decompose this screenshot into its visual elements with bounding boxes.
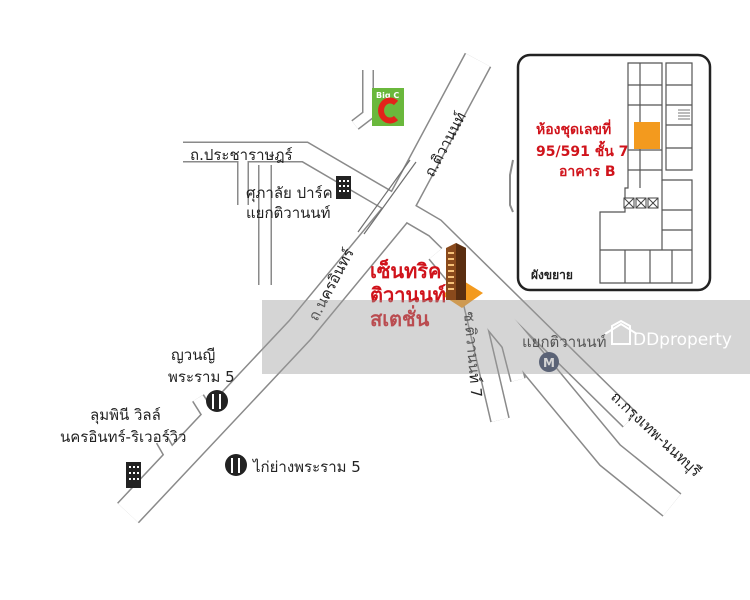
project-name-line3: สเตชั่น [370, 304, 430, 331]
restaurant-icon-kaiyang [225, 454, 247, 476]
place-kaiyang: ไก่ย่างพระราม 5 [252, 458, 361, 476]
building-icon-supalai [336, 176, 351, 199]
project-name-line2: ติวานนท์ [370, 283, 446, 307]
place-yuanyi-line2: พระราม 5 [168, 368, 235, 386]
unit-number-line1: ห้องชุดเลขที่ [536, 119, 611, 138]
mrt-letter: M [543, 356, 555, 370]
road-network [117, 52, 682, 524]
unit-number-line3: อาคาร B [559, 164, 616, 180]
place-yuanyi-line1: ญวนญี [171, 346, 215, 364]
restaurant-icon-yuanyi [206, 390, 228, 412]
bigc-logo-text: Big C [376, 91, 399, 100]
building-icon-lumpini [126, 462, 141, 488]
mrt-station-label: แยกติวานนท์ [522, 333, 607, 351]
rail-lines [357, 159, 417, 235]
project-name-line1: เซ็นทริค [370, 258, 441, 283]
ddproperty-logo-icon [604, 319, 638, 345]
bigc-logo: Big C [372, 88, 404, 126]
plan-label: ผังขยาย [531, 268, 573, 282]
place-lumpini-line1: ลุมพินี วิลล์ [90, 406, 161, 425]
place-supalai-line2: แยกติวานนท์ [246, 204, 331, 222]
stair-block [678, 109, 690, 120]
mrt-icon: M [539, 352, 559, 372]
map-bracket [509, 159, 514, 213]
project-tower-icon [442, 243, 483, 308]
watermark-band: DDproperty [262, 300, 750, 374]
inset-floor-plan: ห้องชุดเลขที่ 95/591 ชั้น 7 อาคาร B ผังข… [516, 53, 712, 292]
watermark-brand-text: DDproperty [633, 330, 732, 350]
place-lumpini-line2: นครอินทร์-ริเวอร์วิว [60, 428, 186, 446]
place-supalai-line1: ศุภาลัย ปาร์ค [246, 184, 333, 203]
elevator-block [623, 197, 659, 209]
road-label-prachachuen: ถ.ประชาราษฎร์ [190, 146, 293, 164]
unit-highlight [634, 122, 660, 149]
unit-number-line2: 95/591 ชั้น 7 [536, 140, 628, 160]
